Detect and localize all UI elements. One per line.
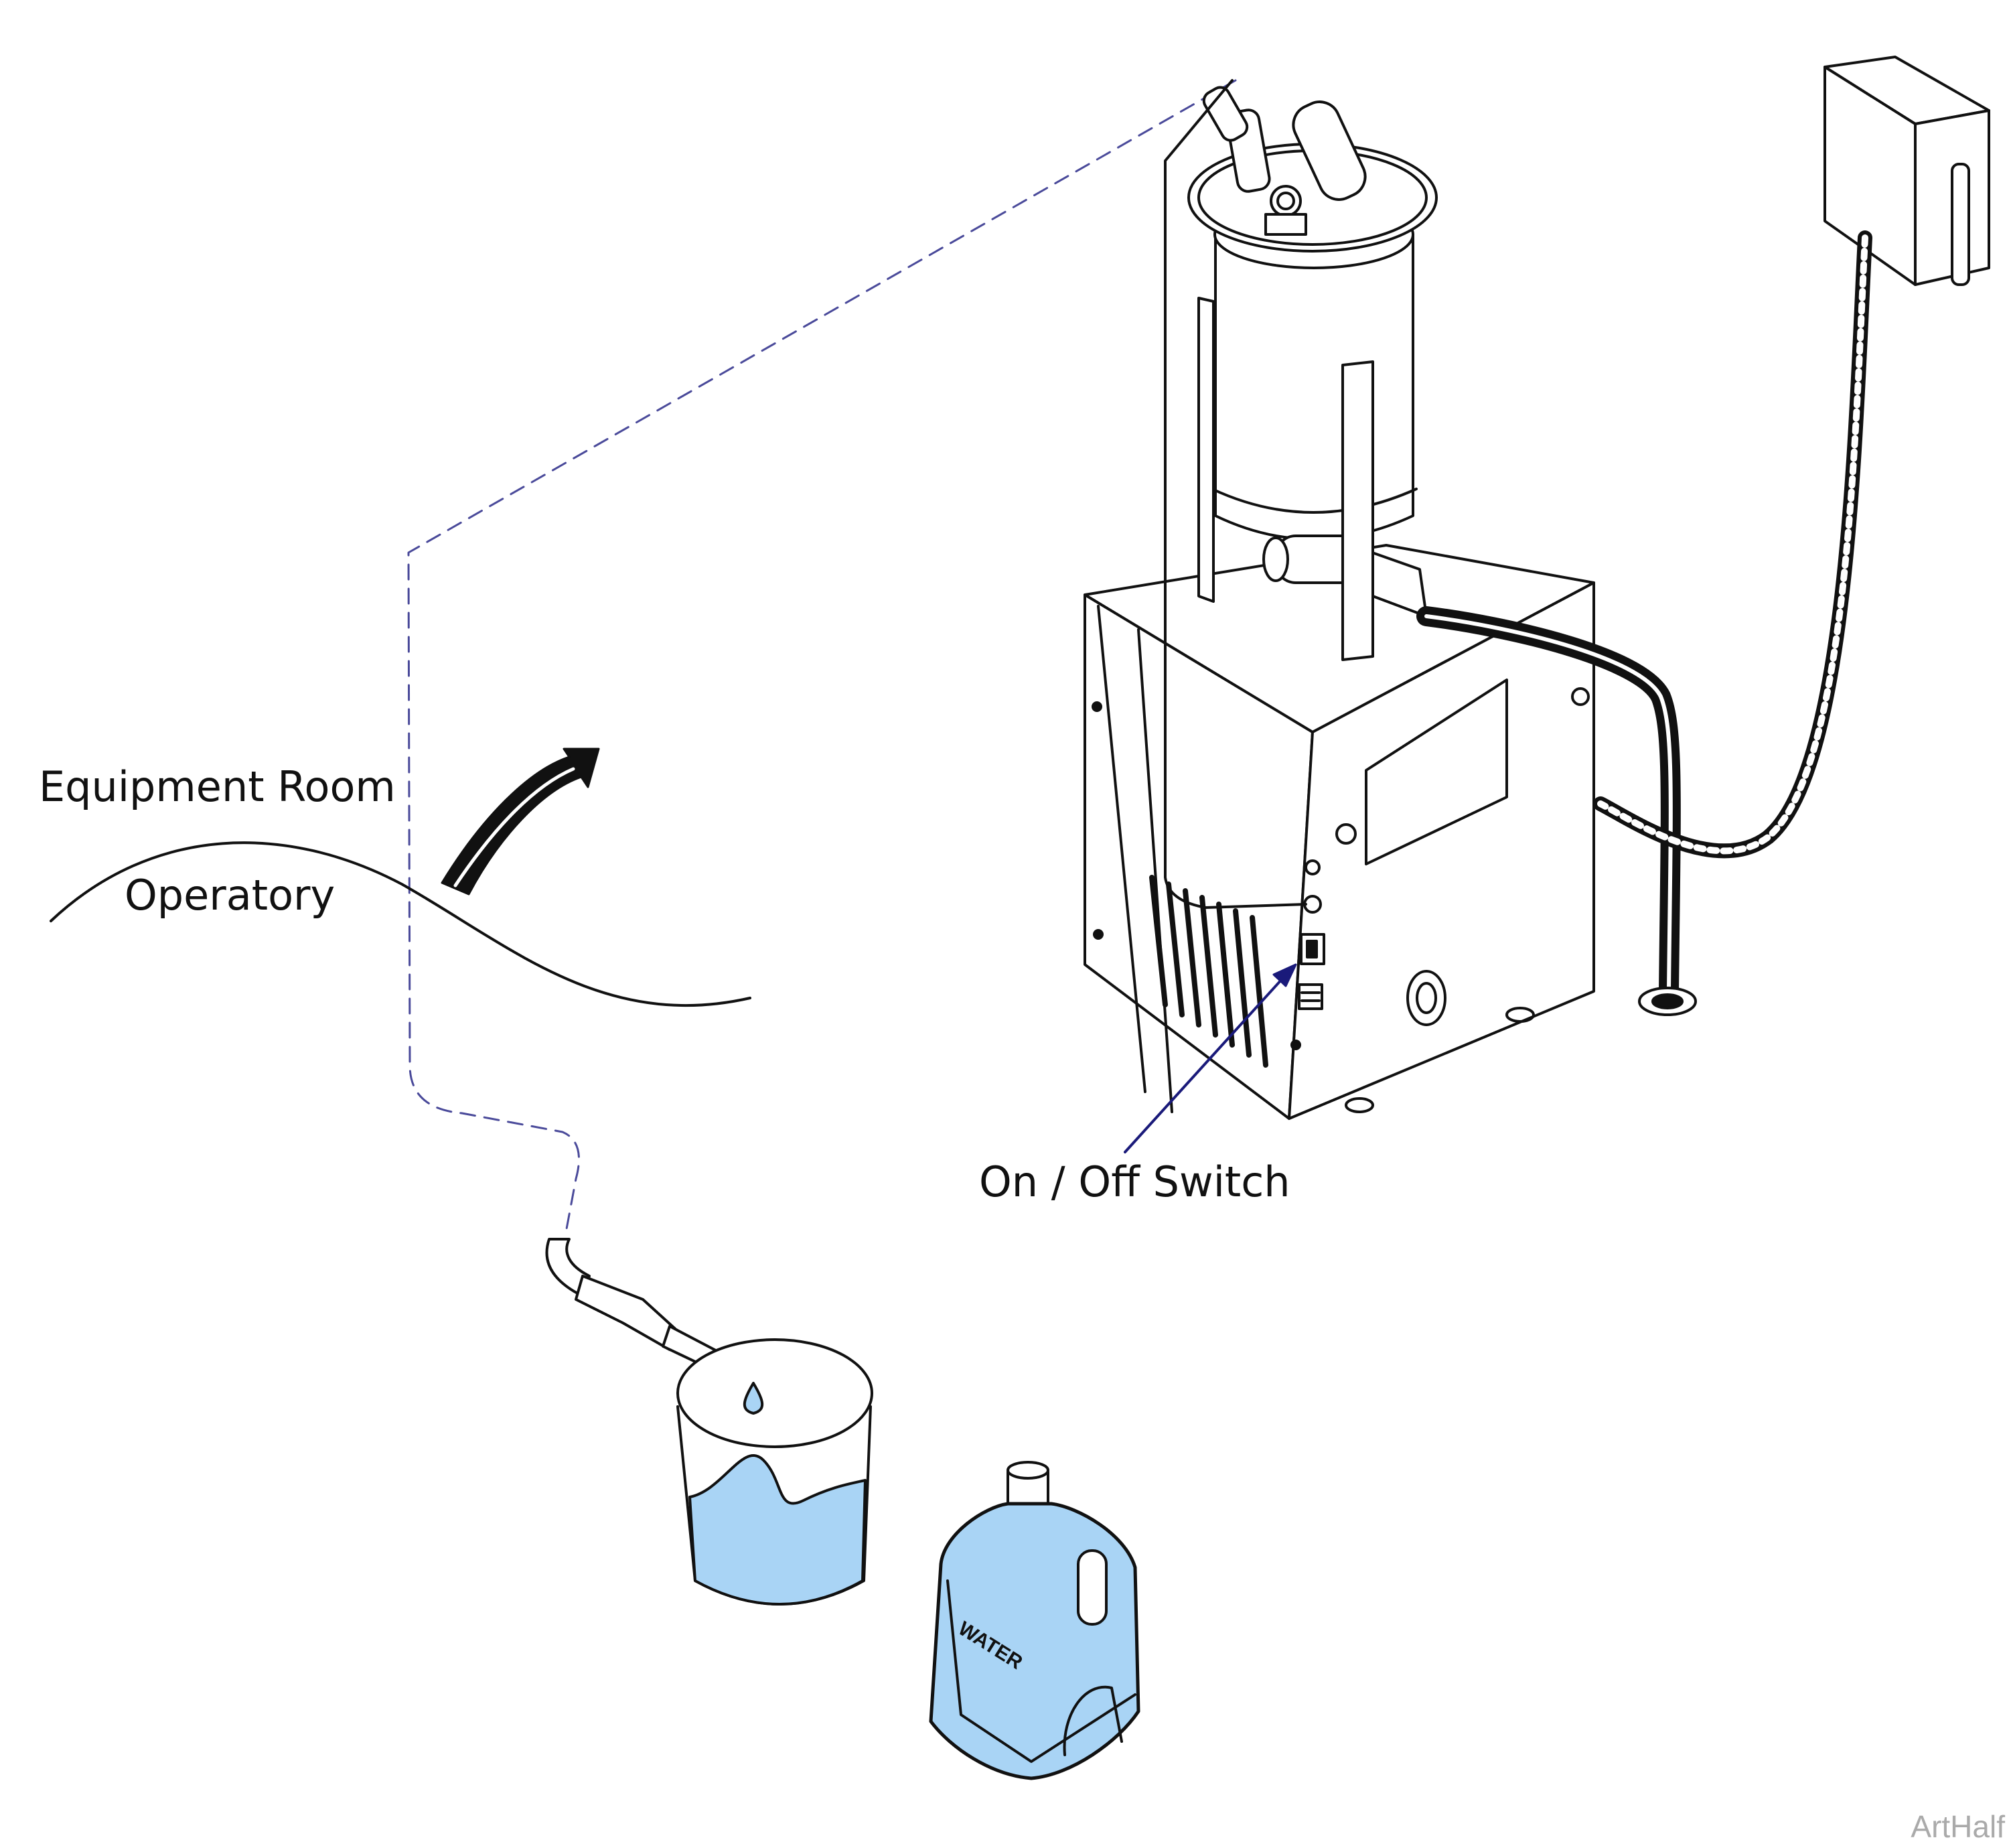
tank-support-bracket-right — [1341, 360, 1374, 661]
tank-support-bracket-left — [1197, 297, 1215, 603]
equipment-room-label: Equipment Room — [39, 762, 396, 811]
water-jug-icon: WATER — [929, 1461, 1140, 1780]
cabinet-side-panel — [1365, 679, 1508, 865]
art-note: ArtHalf — [1911, 1809, 2005, 1844]
braided-power-cable — [1593, 230, 1872, 859]
tank-tube — [1164, 79, 1307, 909]
vent-grille — [1149, 875, 1268, 1068]
wall-junction-box — [1824, 56, 1990, 286]
dashed-tubing-path — [407, 79, 1237, 1234]
on-off-switch-label: On / Off Switch — [979, 1157, 1290, 1206]
curved-arrow-icon — [441, 748, 600, 896]
water-tank — [1187, 86, 1438, 618]
power-port — [1298, 983, 1323, 1010]
room-divider-curve — [50, 841, 751, 1007]
cup-icon — [676, 1338, 873, 1606]
operatory-label: Operatory — [125, 871, 336, 920]
switch-leader-line — [1124, 970, 1290, 1153]
